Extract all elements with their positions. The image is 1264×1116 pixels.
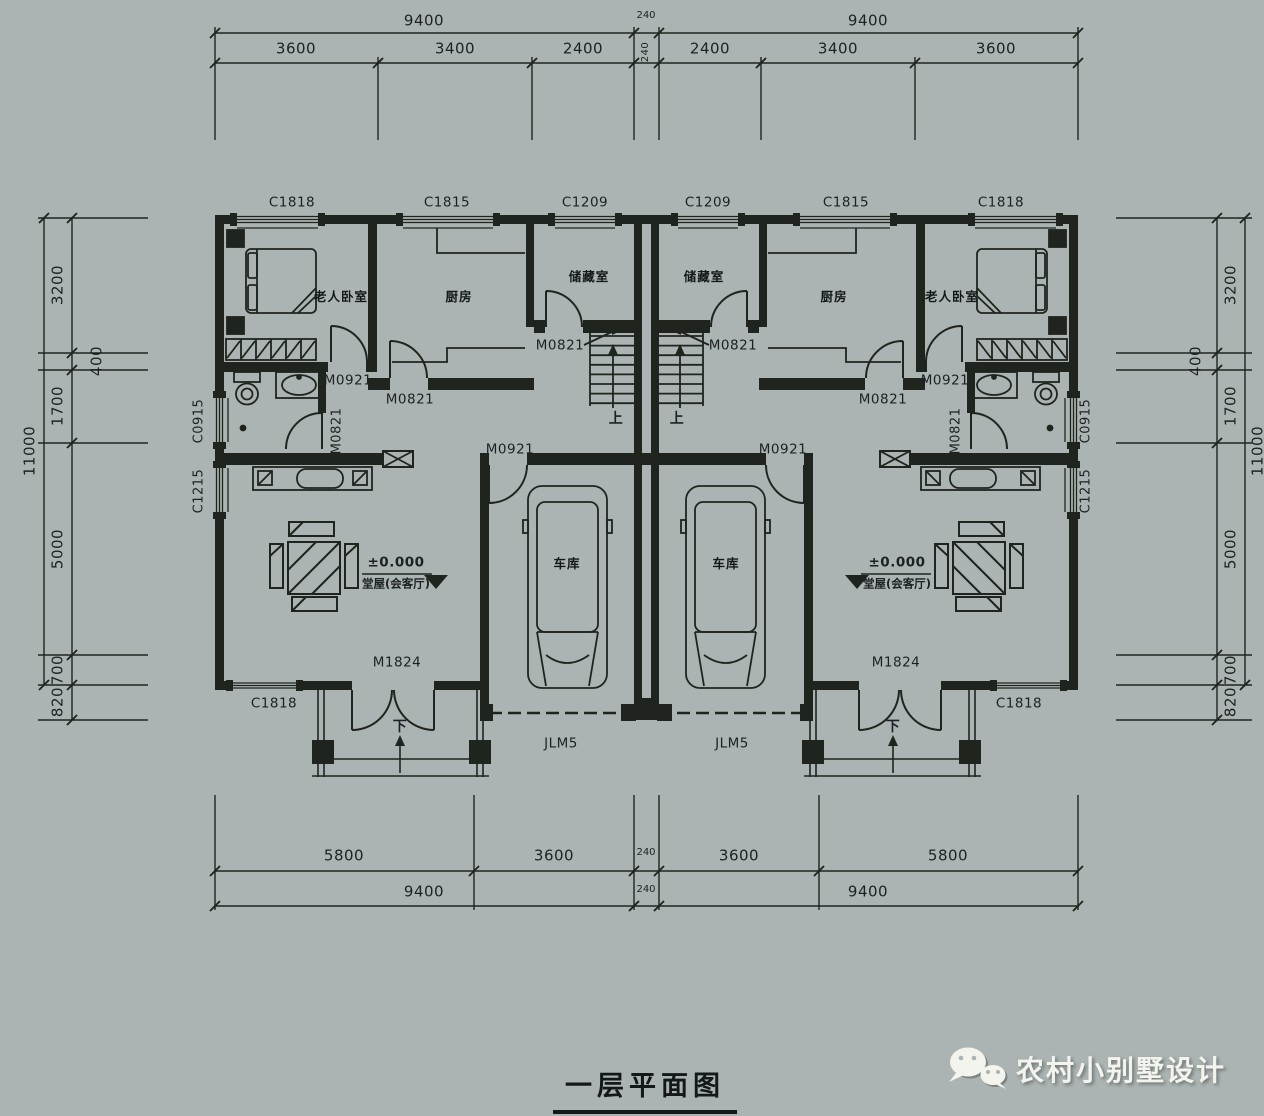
dim-right-3200: 3200: [1221, 264, 1240, 306]
dim-top-9400-right: 9400: [847, 11, 889, 30]
room-label-elder-bedroom-right: 老人卧室: [924, 288, 980, 304]
watermark-brand: 农村小别墅设计: [1016, 1054, 1227, 1087]
windows: [213, 213, 622, 691]
room-label-elder-bedroom-left: 老人卧室: [313, 288, 369, 304]
dim-right-1700: 1700: [1221, 385, 1240, 427]
door-label-jlm5-left: JLM5: [544, 735, 578, 752]
dim-right-820: 820: [1221, 686, 1240, 718]
window-label-c0915-left: C0915: [191, 398, 207, 444]
tv-cabinet: [252, 450, 414, 491]
room-label-hall-left: 堂屋(会客厅): [361, 576, 431, 591]
room-label-kitchen-right: 厨房: [820, 288, 848, 304]
dim-top-2400-left: 2400: [562, 39, 604, 58]
window-label-c1818-bottom-left: C1818: [250, 695, 298, 712]
door-label-m0921-garage-left: M0921: [485, 441, 535, 458]
bedroom-furniture: [225, 229, 317, 361]
window-label-c1818-top-right: C1818: [977, 194, 1025, 211]
wechat-icon: [949, 1047, 1008, 1089]
dim-left-700: 700: [48, 654, 67, 686]
dim-left-3200: 3200: [48, 264, 67, 306]
dim-left-5000: 5000: [48, 528, 67, 570]
duplex-unit-mirrored: [644, 211, 1082, 779]
bathroom-fixtures: [233, 371, 323, 432]
window-label-c1215-left: C1215: [191, 468, 207, 514]
dim-bottom-5800-left: 5800: [323, 846, 365, 865]
dim-top-3600-left: 3600: [275, 39, 317, 58]
dim-left-1700: 1700: [48, 385, 67, 427]
stair-up-label-left: 上: [608, 411, 624, 427]
dim-bottom-240-row1: 240: [636, 847, 656, 858]
dim-right-700: 700: [1221, 654, 1240, 686]
staircase: [583, 320, 641, 408]
room-label-kitchen-left: 厨房: [445, 288, 473, 304]
window-label-c1209-right: C1209: [684, 194, 732, 211]
dim-top-3400-left: 3400: [434, 39, 476, 58]
window-label-c0915-right: C0915: [1078, 398, 1094, 444]
window-label-c1818-bottom-right: C1818: [995, 695, 1043, 712]
dimension-lines: [38, 27, 1252, 912]
garage-car: [522, 485, 613, 689]
elevation-value-left: ±0.000: [367, 554, 425, 571]
window-label-c1209-left: C1209: [561, 194, 609, 211]
dim-left-820: 820: [48, 686, 67, 718]
room-label-garage-right: 车库: [712, 555, 740, 571]
door-label-m0921-bedroom-left: M0921: [323, 372, 373, 389]
room-label-storage-right: 储藏室: [683, 268, 725, 284]
dim-bottom-9400-right: 9400: [847, 882, 889, 901]
door-label-m0821-bath-right: M0821: [948, 407, 964, 455]
entry-porch: [312, 690, 491, 777]
door-label-m0921-garage-right: M0921: [758, 441, 808, 458]
room-label-storage-left: 储藏室: [568, 268, 610, 284]
dim-top-3400-right: 3400: [817, 39, 859, 58]
dim-left-11000: 11000: [20, 425, 39, 477]
living-table-set: [269, 521, 448, 612]
dim-bottom-9400-left: 9400: [403, 882, 445, 901]
dim-left-400: 400: [87, 345, 106, 377]
window-label-c1818-top-left: C1818: [268, 194, 316, 211]
dim-bottom-3600-left: 3600: [533, 846, 575, 865]
dim-top-9400-left: 9400: [403, 11, 445, 30]
door-label-jlm5-right: JLM5: [715, 735, 749, 752]
dim-top-2400-right: 2400: [689, 39, 731, 58]
stair-up-label-right: 上: [669, 411, 685, 427]
window-label-c1815-right: C1815: [822, 194, 870, 211]
dim-bottom-5800-right: 5800: [927, 846, 969, 865]
entry-down-label-right: 下: [885, 719, 901, 735]
dim-top-3600-right: 3600: [975, 39, 1017, 58]
window-label-c1815-left: C1815: [423, 194, 471, 211]
door-label-m0821-bath-left: M0821: [329, 407, 345, 455]
elevation-value-right: ±0.000: [868, 554, 926, 571]
drawing-title: 一层平面图: [553, 1064, 737, 1114]
dim-right-5000: 5000: [1221, 528, 1240, 570]
dim-top-240-row2: 240: [640, 41, 651, 63]
dim-bottom-3600-right: 3600: [718, 846, 760, 865]
duplex-unit: [213, 213, 647, 777]
window-label-c1215-right: C1215: [1078, 468, 1094, 514]
door-label-m0821-storage-right: M0821: [708, 337, 758, 354]
entry-down-label-left: 下: [392, 719, 408, 735]
dim-right-400: 400: [1186, 345, 1205, 377]
kitchen-counter: [392, 228, 525, 363]
door-label-m1824-right: M1824: [871, 654, 921, 671]
door-label-m0821-kitchen-left: M0821: [385, 391, 435, 408]
dim-top-240: 240: [636, 10, 656, 21]
door-label-m0921-bedroom-right: M0921: [920, 372, 970, 389]
doors: [285, 290, 583, 731]
room-label-hall-right: 堂屋(会客厅): [862, 576, 932, 591]
walls: [215, 215, 647, 720]
door-label-m0821-kitchen-right: M0821: [858, 391, 908, 408]
door-label-m1824-left: M1824: [372, 654, 422, 671]
dim-right-11000: 11000: [1248, 425, 1264, 477]
dim-bottom-240-row2: 240: [636, 884, 656, 895]
garage-door: [480, 704, 636, 721]
door-label-m0821-storage-left: M0821: [535, 337, 585, 354]
room-label-garage-left: 车库: [553, 555, 581, 571]
